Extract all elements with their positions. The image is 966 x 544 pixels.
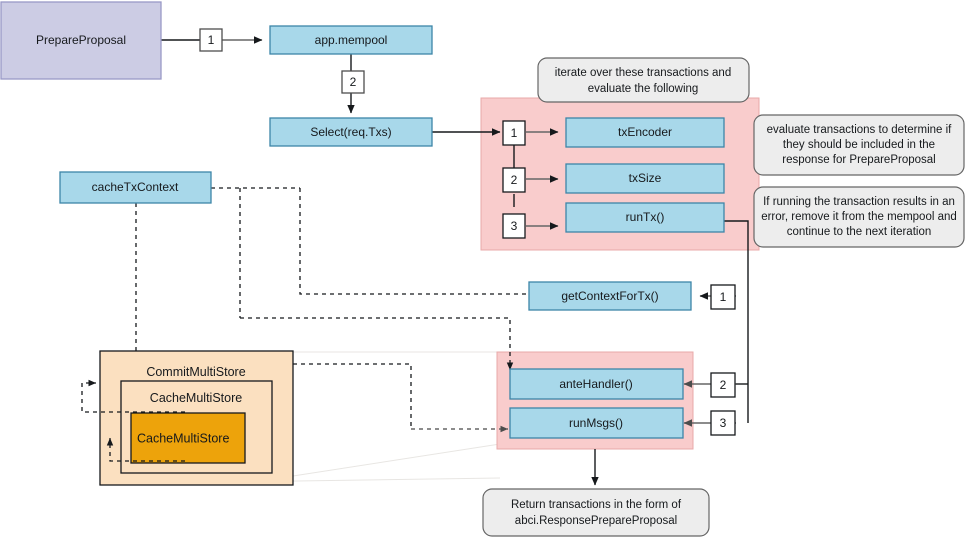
badge-label: 3 [511, 219, 518, 233]
prepare-proposal-label: PrepareProposal [36, 33, 126, 47]
badge-label: 1 [511, 126, 518, 140]
badge-mempool-to-select: 2 [341, 70, 365, 94]
node-run-tx[interactable]: runTx() [565, 202, 725, 233]
callout-evaluate-line-2: they should be included in the [783, 139, 935, 151]
callout-evaluate: evaluate transactions to determine if th… [753, 114, 965, 176]
cache-multi-store-inner-label: CacheMultiStore [137, 431, 229, 445]
callout-return: Return transactions in the form of abci.… [482, 488, 710, 537]
badge-runtx-two: 2 [710, 372, 736, 398]
callout-iterate-line-1: iterate over these transactions and [555, 67, 731, 79]
callout-evaluate-line-1: evaluate transactions to determine if [767, 124, 953, 136]
connector-store-feedback-lower [106, 437, 185, 462]
cache-tx-context-label: cacheTxContext [92, 180, 179, 194]
node-app-mempool[interactable]: app.mempool [269, 25, 433, 55]
badge-label: 2 [350, 75, 357, 89]
tx-size-label: txSize [629, 171, 662, 185]
callout-return-line-1: Return transactions in the form of [511, 499, 682, 511]
badge-label: 1 [720, 290, 727, 304]
connector-cachetxcontext-branches [135, 187, 529, 371]
badge-label: 3 [720, 416, 727, 430]
run-msgs-label: runMsgs() [569, 416, 623, 430]
connector-iterate-badges [513, 128, 559, 230]
get-context-for-tx-label: getContextForTx() [561, 289, 658, 303]
badge-iterate-two: 2 [502, 167, 526, 193]
badge-iterate-three: 3 [502, 213, 526, 239]
badge-label: 2 [720, 378, 727, 392]
callout-error-line-2: error, remove it from the mempool and [761, 211, 957, 223]
connector-store-feedback-upper [81, 379, 185, 413]
connector-store-to-runmsgs [293, 363, 509, 433]
callout-error-line-1: If running the transaction results in an [763, 196, 955, 208]
callout-return-line-2: abci.ResponsePrepareProposal [515, 515, 677, 527]
tx-encoder-label: txEncoder [618, 125, 672, 139]
node-tx-encoder[interactable]: txEncoder [565, 117, 725, 148]
badge-iterate-one: 1 [502, 120, 526, 146]
callout-error: If running the transaction results in an… [753, 186, 965, 248]
node-run-msgs[interactable]: runMsgs() [509, 407, 684, 439]
run-tx-label: runTx() [626, 210, 665, 224]
callout-iterate: iterate over these transactions and eval… [537, 57, 750, 103]
badge-label: 2 [511, 173, 518, 187]
cache-multi-store-outer-label: CacheMultiStore [150, 391, 242, 405]
node-get-context-for-tx[interactable]: getContextForTx() [528, 281, 692, 311]
ante-handler-label: anteHandler() [559, 377, 632, 391]
cache-multi-store-inner-box[interactable] [130, 412, 246, 464]
badge-prepare-to-mempool: 1 [199, 28, 223, 52]
node-tx-size[interactable]: txSize [565, 163, 725, 194]
app-mempool-label: app.mempool [315, 33, 388, 47]
badge-label: 1 [208, 33, 215, 47]
node-ante-handler[interactable]: anteHandler() [509, 368, 684, 400]
node-cache-tx-context[interactable]: cacheTxContext [59, 171, 212, 204]
badge-runtx-one: 1 [710, 284, 736, 310]
node-prepare-proposal[interactable]: PrepareProposal [0, 1, 162, 80]
callout-error-line-3: continue to the next iteration [787, 226, 932, 238]
callout-iterate-line-2: evaluate the following [588, 83, 699, 95]
badge-runtx-three: 3 [710, 410, 736, 436]
select-req-txs-label: Select(req.Txs) [310, 125, 391, 139]
commit-multi-store-label: CommitMultiStore [146, 365, 245, 379]
callout-evaluate-line-3: response for PrepareProposal [782, 154, 935, 166]
node-select-req-txs[interactable]: Select(req.Txs) [269, 117, 433, 147]
